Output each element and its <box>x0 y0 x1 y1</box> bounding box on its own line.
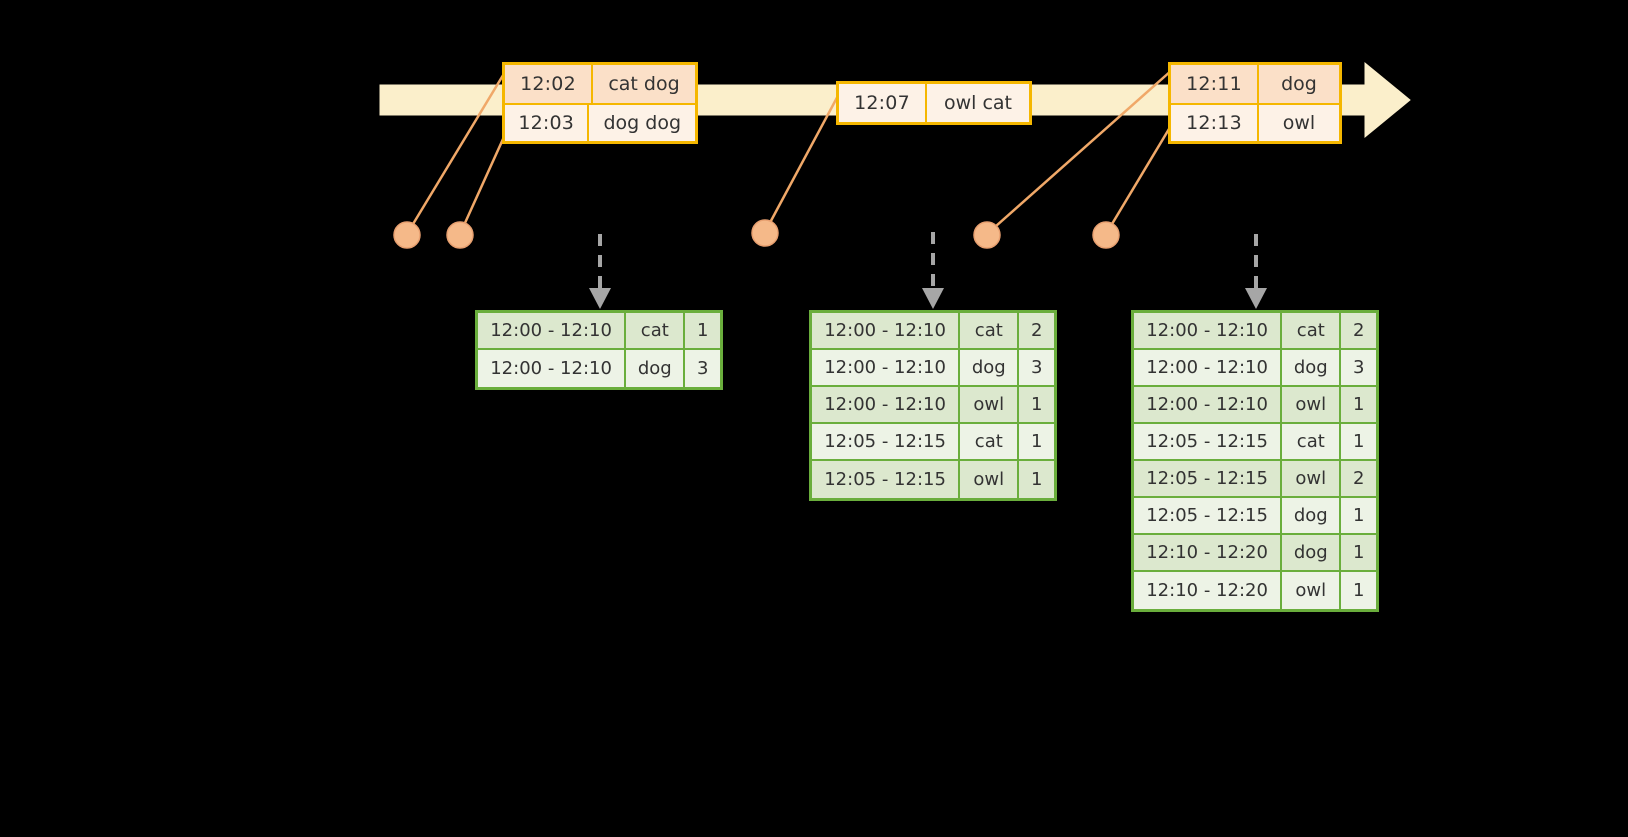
event-row[interactable]: 12:02 cat dog <box>505 65 695 103</box>
event-words: owl cat <box>943 92 1013 114</box>
event-time: 12:13 <box>1171 105 1259 141</box>
key-cell: dog <box>626 350 686 387</box>
connector-dot-2 <box>446 221 474 249</box>
event-words: cat dog <box>608 73 680 95</box>
key-cell: dog <box>1282 498 1342 533</box>
event-box-3[interactable]: 12:11 dog 12:13 owl <box>1168 62 1342 144</box>
event-row[interactable]: 12:07 owl cat <box>839 84 1029 122</box>
window-cell: 12:00 - 12:10 <box>812 350 961 385</box>
window-cell: 12:05 - 12:15 <box>812 424 961 459</box>
key-cell: owl <box>1282 461 1342 496</box>
window-cell: 12:00 - 12:10 <box>478 313 627 348</box>
event-box-1[interactable]: 12:02 cat dog 12:03 dog dog <box>502 62 698 144</box>
count-cell: 2 <box>1352 468 1365 489</box>
event-words: owl <box>1282 112 1316 134</box>
window-cell: 12:10 - 12:20 <box>1134 572 1283 609</box>
count-cell: 2 <box>1352 320 1365 341</box>
count-cell: 1 <box>1030 469 1043 490</box>
emit-arrow-3 <box>1245 234 1267 309</box>
count-cell: 2 <box>1030 320 1043 341</box>
connector-dot-3 <box>751 219 779 247</box>
count-cell: 1 <box>1352 542 1365 563</box>
window-cell: 12:05 - 12:15 <box>1134 424 1283 459</box>
connector-dot-5 <box>1092 221 1120 249</box>
count-cell: 1 <box>1030 394 1043 415</box>
emit-arrows <box>589 232 1267 309</box>
event-words: dog <box>1281 73 1317 95</box>
count-cell: 1 <box>1352 431 1365 452</box>
key-cell: cat <box>960 424 1020 459</box>
window-cell: 12:05 - 12:15 <box>1134 498 1283 533</box>
key-cell: cat <box>626 313 686 348</box>
key-cell: dog <box>1282 350 1342 385</box>
window-cell: 12:05 - 12:15 <box>812 461 961 498</box>
key-cell: cat <box>1282 424 1342 459</box>
key-cell: cat <box>960 313 1020 348</box>
key-cell: owl <box>960 461 1020 498</box>
event-time: 12:03 <box>505 105 590 141</box>
window-cell: 12:00 - 12:10 <box>1134 387 1283 422</box>
count-cell: 3 <box>1352 357 1365 378</box>
window-cell: 12:10 - 12:20 <box>1134 535 1283 570</box>
count-cell: 1 <box>1030 431 1043 452</box>
emit-arrow-1 <box>589 234 611 309</box>
window-cell: 12:05 - 12:15 <box>1134 461 1283 496</box>
key-cell: owl <box>960 387 1020 422</box>
count-cell: 1 <box>696 320 709 341</box>
count-cell: 1 <box>1352 580 1365 601</box>
connector-dot-4 <box>973 221 1001 249</box>
key-cell: owl <box>1282 387 1342 422</box>
event-time: 12:11 <box>1171 65 1259 103</box>
window-cell: 12:00 - 12:10 <box>812 313 961 348</box>
event-row[interactable]: 12:13 owl <box>1171 103 1339 141</box>
event-time: 12:07 <box>839 84 927 122</box>
window-cell: 12:00 - 12:10 <box>1134 313 1283 348</box>
count-cell: 1 <box>1352 505 1365 526</box>
count-cell: 3 <box>696 358 709 379</box>
event-time: 12:02 <box>505 65 593 103</box>
key-cell: dog <box>1282 535 1342 570</box>
window-cell: 12:00 - 12:10 <box>478 350 627 387</box>
count-cell: 1 <box>1352 394 1365 415</box>
window-cell: 12:00 - 12:10 <box>812 387 961 422</box>
key-cell: cat <box>1282 313 1342 348</box>
window-cell: 12:00 - 12:10 <box>1134 350 1283 385</box>
connector-dot-1 <box>393 221 421 249</box>
event-row[interactable]: 12:03 dog dog <box>505 103 695 141</box>
count-cell: 3 <box>1030 357 1043 378</box>
event-box-2[interactable]: 12:07 owl cat <box>836 81 1032 125</box>
connector-dots <box>393 219 1120 249</box>
key-cell: dog <box>960 350 1020 385</box>
emit-arrow-2 <box>922 232 944 309</box>
key-cell: owl <box>1282 572 1342 609</box>
event-row[interactable]: 12:11 dog <box>1171 65 1339 103</box>
event-words: dog dog <box>603 112 681 134</box>
